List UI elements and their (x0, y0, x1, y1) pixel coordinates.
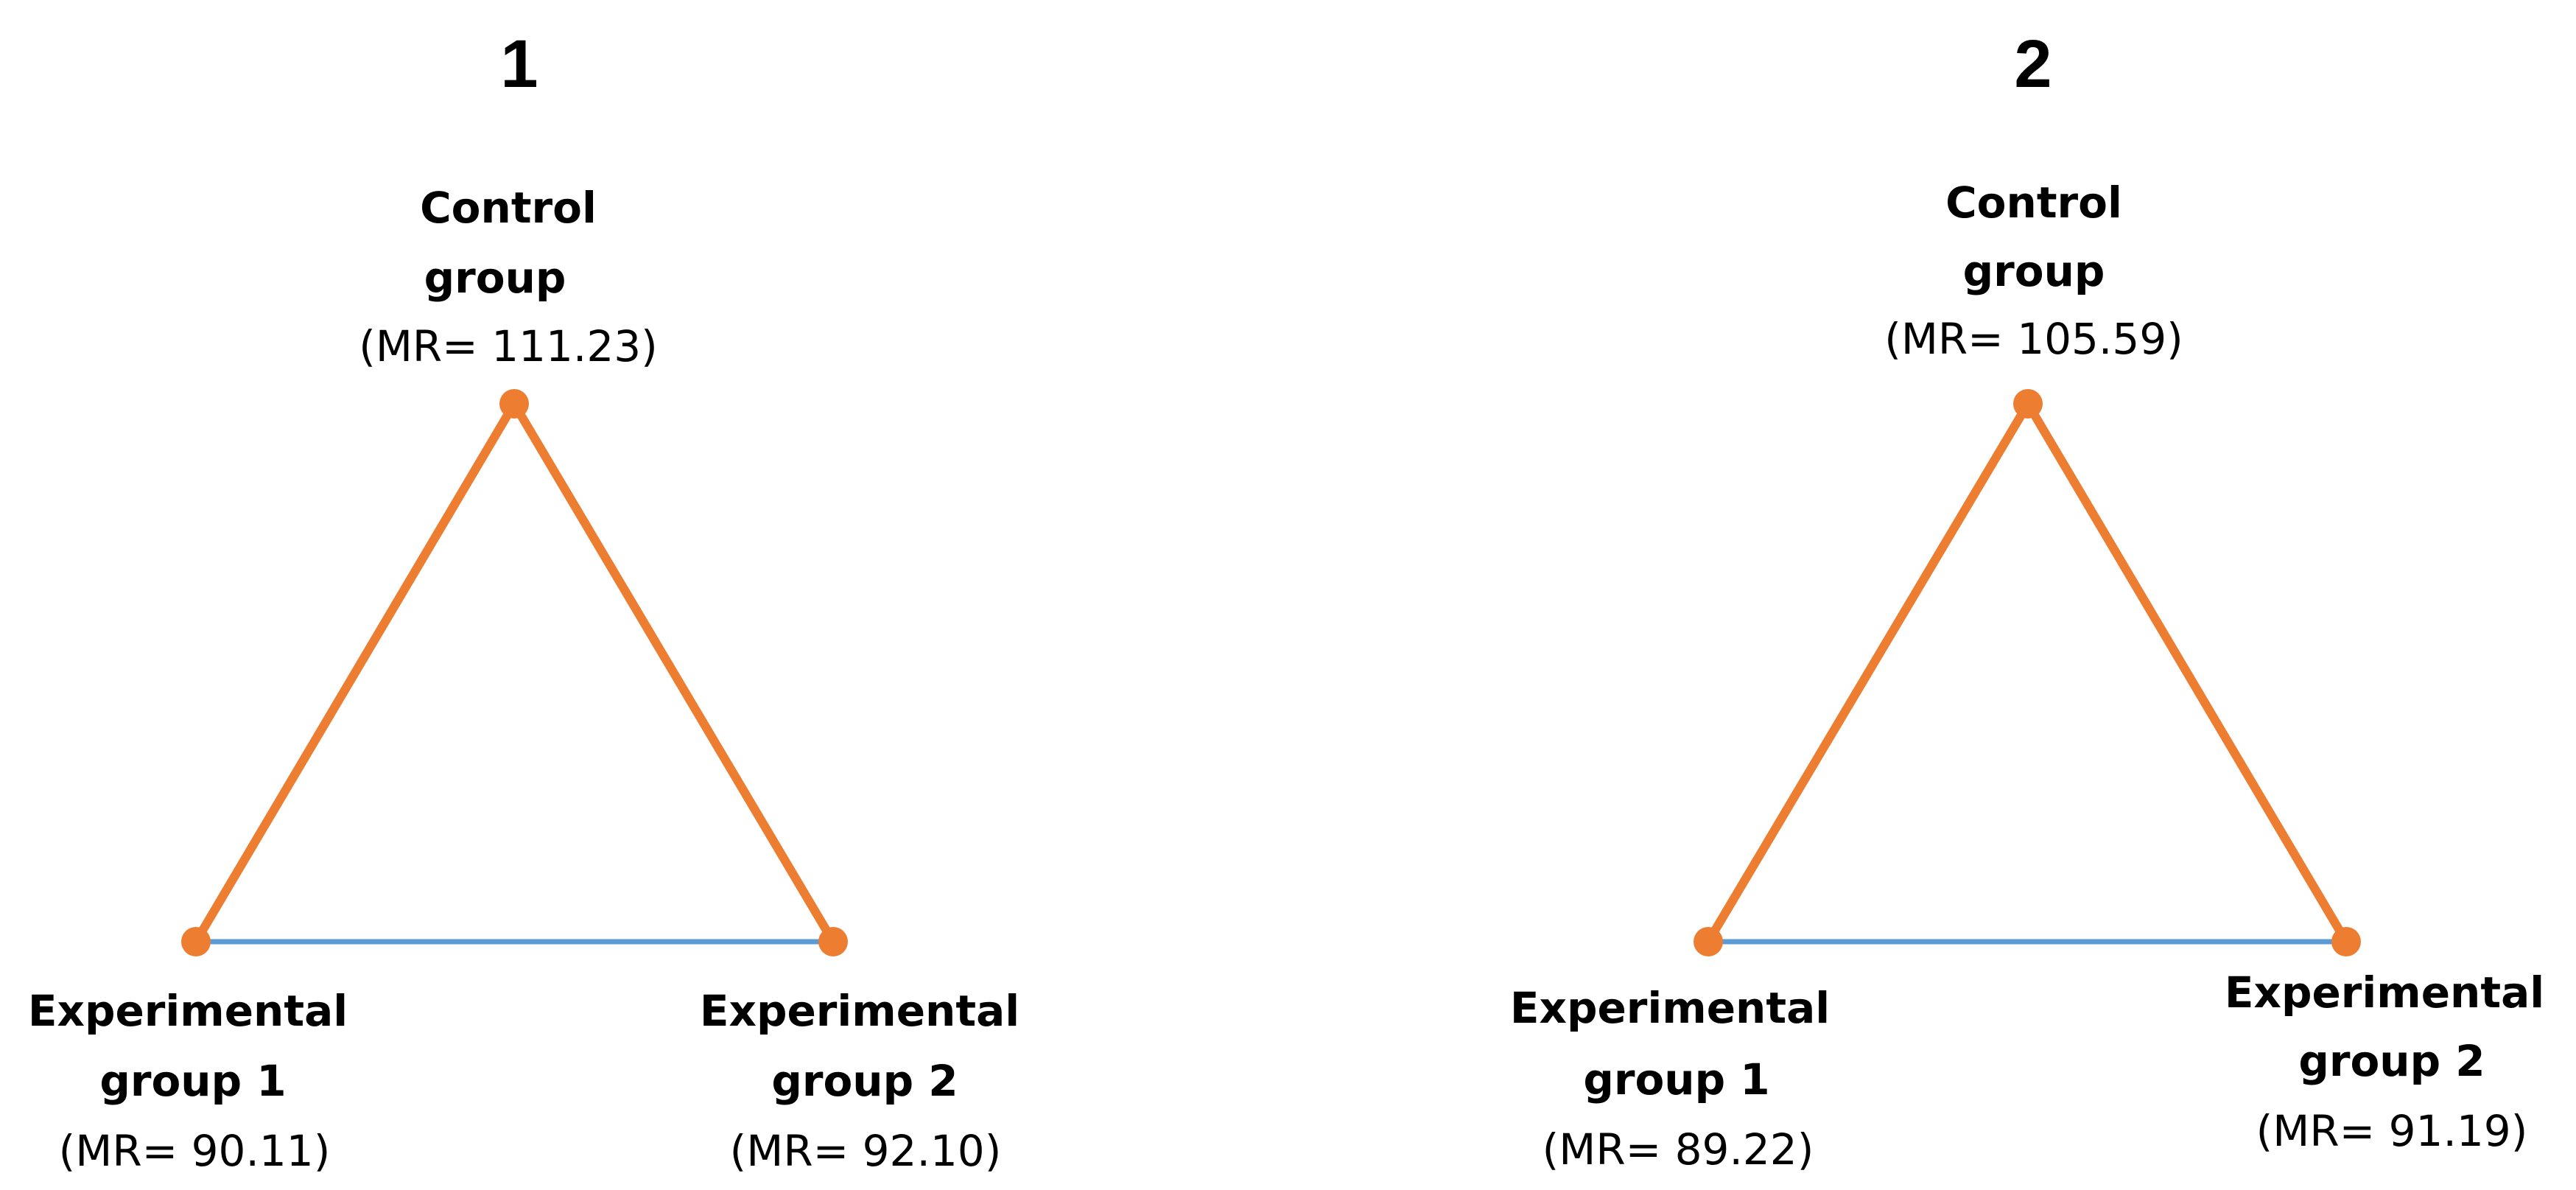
panel-1-exp2-label-line1: Experimental (700, 986, 1019, 1036)
panel-1-control-mr: (MR= 111.23) (359, 321, 658, 371)
panel-2-node-exp1 (1694, 927, 1723, 956)
panel-1-exp2-mr: (MR= 92.10) (730, 1126, 1002, 1176)
panel-1-control-label-line2: group (424, 253, 566, 303)
panel-1-node-exp2 (818, 927, 848, 956)
panel-2-edge-control-exp2 (2024, 399, 2351, 946)
panel-2-edge-control-exp1 (1704, 399, 2032, 946)
panel-1: 1 Control group (MR= 111.23) Experimenta… (28, 27, 1019, 1176)
panel-1-exp1-mr: (MR= 90.11) (59, 1126, 331, 1176)
panel-1-edge-control-exp1 (192, 399, 519, 946)
panel-2-exp2-label-line1: Experimental (2225, 967, 2544, 1018)
panel-1-exp1-label-line1: Experimental (28, 986, 348, 1036)
panel-2-exp1-label-line1: Experimental (1510, 983, 1830, 1033)
panel-1-control-label-line1: Control (420, 183, 597, 233)
panel-2-control-mr: (MR= 105.59) (1884, 314, 2183, 364)
panel-1-title: 1 (500, 27, 538, 102)
panel-2-exp1-mr: (MR= 89.22) (1543, 1124, 1814, 1175)
panel-2-control-label-line2: group (1963, 246, 2105, 296)
panel-1-exp1-label-line2: group 1 (99, 1056, 286, 1106)
panel-1-edge-control-exp2 (510, 399, 838, 946)
panel-2-exp1-label-line2: group 1 (1583, 1054, 1769, 1105)
panel-2-title: 2 (2014, 27, 2052, 102)
panel-1-node-exp1 (181, 927, 211, 956)
panel-2-node-exp2 (2331, 927, 2361, 956)
panel-2-exp2-mr: (MR= 91.19) (2256, 1106, 2528, 1156)
panel-2-node-control (2013, 389, 2043, 419)
panel-1-node-control (499, 389, 529, 419)
panel-2-control-label-line1: Control (1945, 178, 2122, 228)
panel-2-exp2-label-line2: group 2 (2298, 1036, 2485, 1086)
panel-2: 2 Control group (MR= 105.59) Experimenta… (1510, 27, 2544, 1175)
panel-1-exp2-label-line2: group 2 (771, 1056, 958, 1106)
